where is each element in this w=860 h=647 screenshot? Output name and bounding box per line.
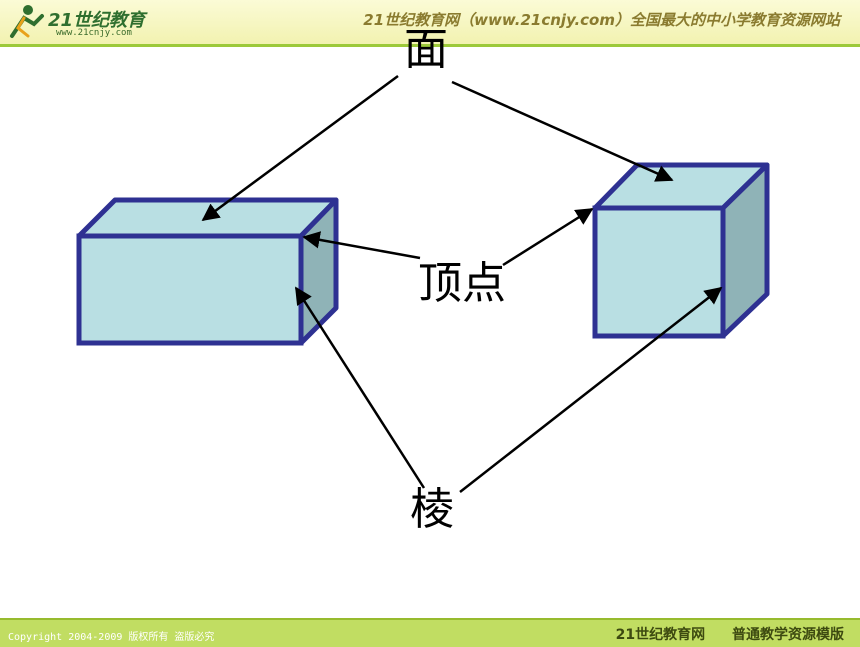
arrow-face-left <box>201 74 399 222</box>
arrow-vertex-right <box>502 207 594 267</box>
footer-banner: Copyright 2004-2009 版权所有 盗版必究 21世纪教育网 普通… <box>0 618 860 647</box>
left-cuboid-front-face <box>76 233 304 346</box>
arrow-edge-right <box>459 286 723 493</box>
right-cube-front-face <box>592 205 726 339</box>
header-banner: 21世纪教育 www.21cnjy.com 21世纪教育网（www.21cnjy… <box>0 0 860 47</box>
logo-url: www.21cnjy.com <box>56 28 132 38</box>
arrow-face-right <box>451 80 674 182</box>
logo-runner-icon <box>10 5 44 38</box>
footer-brand: 21世纪教育网 普通教学资源模版 <box>615 627 844 643</box>
header-slogan: 21世纪教育网（www.21cnjy.com）全国最大的中小学教育资源网站 <box>363 11 840 29</box>
footer-copyright: Copyright 2004-2009 版权所有 盗版必究 <box>8 632 215 643</box>
arrow-edge-left <box>294 286 426 489</box>
label-edge: 棱 <box>410 484 454 535</box>
label-face: 面 <box>404 24 448 75</box>
right-cube <box>592 162 770 339</box>
label-vertex: 顶点 <box>418 258 506 309</box>
arrow-vertex-left <box>302 231 421 260</box>
left-cuboid <box>76 197 339 346</box>
logo-text: 21世纪教育 <box>48 10 146 31</box>
